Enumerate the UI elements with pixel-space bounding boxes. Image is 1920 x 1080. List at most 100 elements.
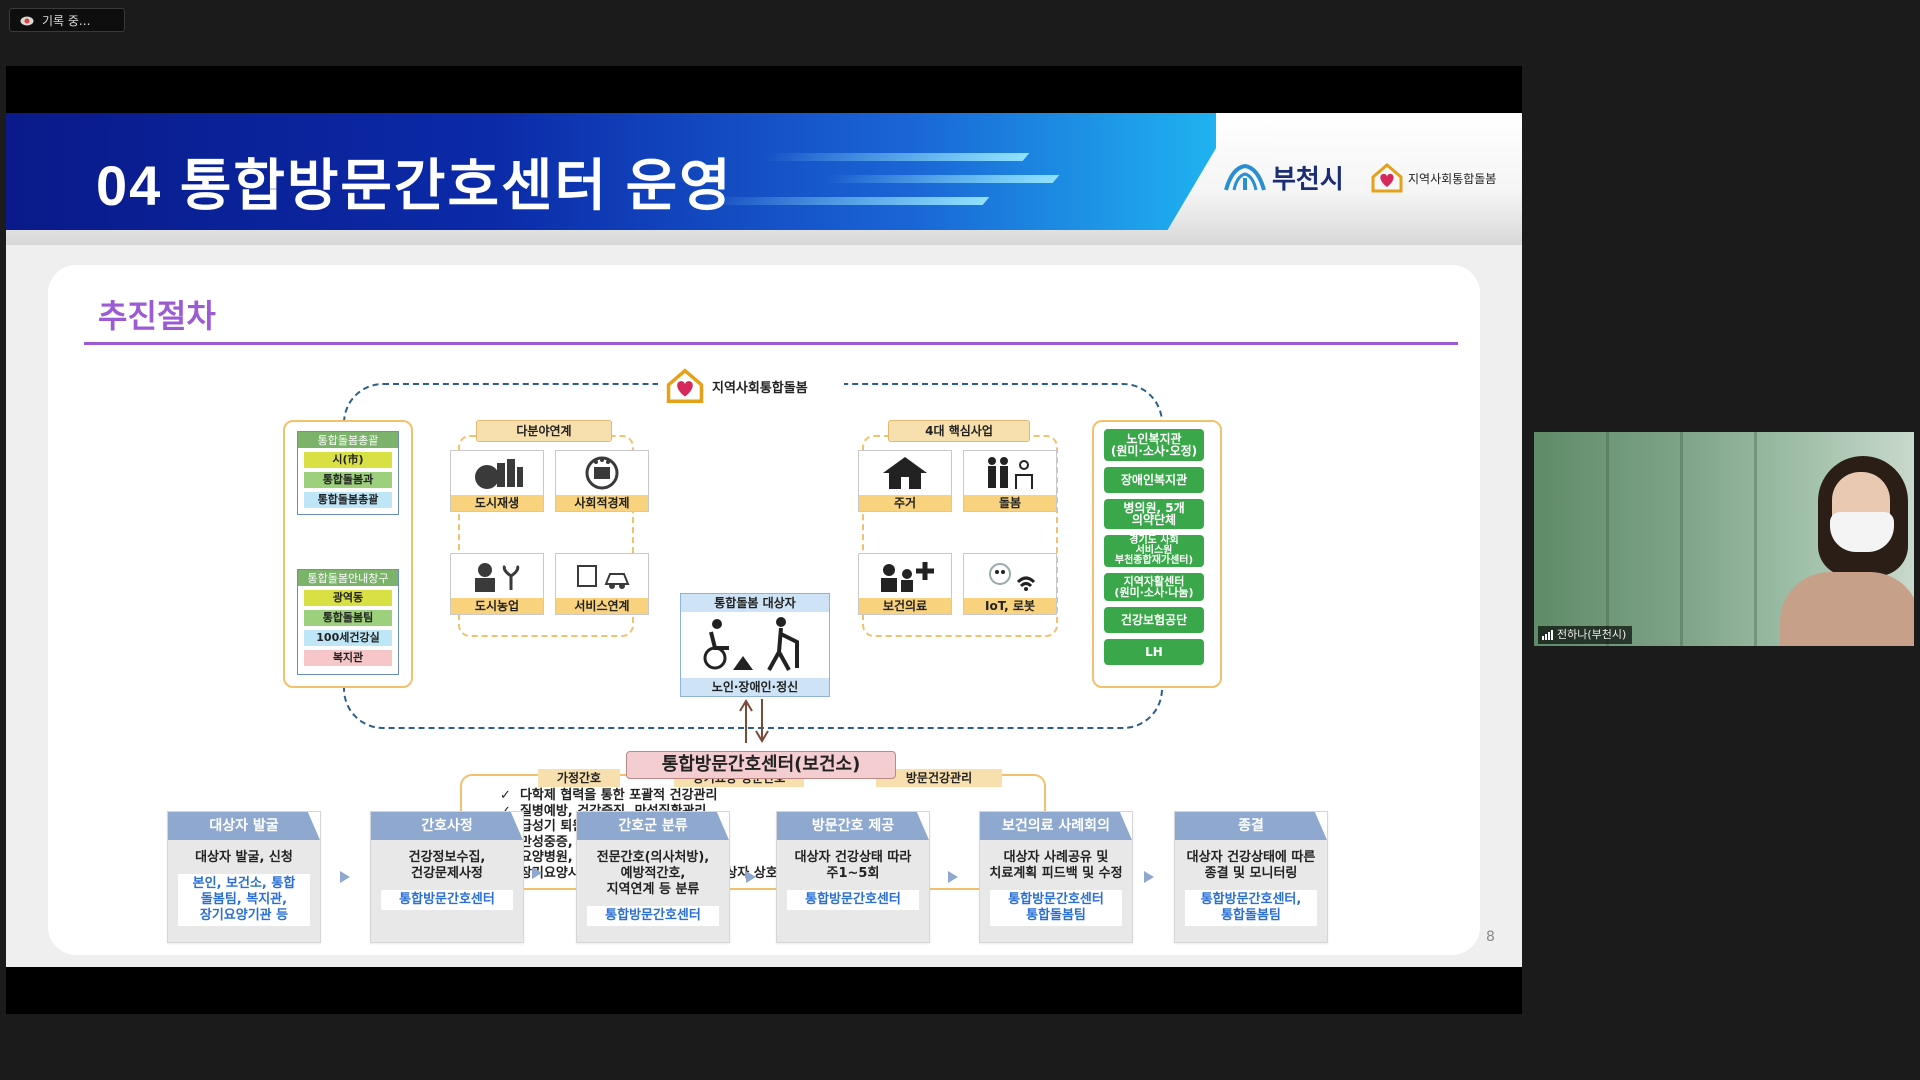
core-four-label: 4대 핵심사업 bbox=[888, 420, 1030, 442]
header-banner bbox=[6, 113, 1216, 230]
partner-item: 경기도 사회 서비스원 부천종합재가센터) bbox=[1104, 535, 1204, 567]
bucheon-emblem-icon bbox=[1224, 163, 1266, 191]
caregivers-icon bbox=[988, 457, 1033, 489]
icon-card-housing: 주거 bbox=[858, 450, 952, 512]
bucheon-logo: 부천시 bbox=[1224, 159, 1344, 196]
community-circle-icon bbox=[585, 456, 619, 490]
city-globe-icon bbox=[475, 459, 523, 489]
slide-title: 04 통합방문간호센터 운영 bbox=[96, 154, 733, 217]
partner-item: 노인복지관 (원미·소사·오정) bbox=[1104, 429, 1204, 461]
target-header: 통합돌봄 대상자 bbox=[681, 594, 829, 612]
service-tab: 방문건강관리 bbox=[876, 769, 1002, 787]
step-arrow-icon bbox=[746, 871, 756, 883]
step-title: 방문간호 제공 bbox=[777, 812, 929, 840]
icon-card-healthcare: 보건의료 bbox=[858, 553, 952, 615]
icon-card-label: 주거 bbox=[859, 495, 951, 511]
cloud-record-icon bbox=[20, 14, 34, 26]
step-description: 대상자 발굴, 신청 bbox=[195, 850, 293, 865]
icon-card-urban-farming: 도시농업 bbox=[450, 553, 544, 615]
participant-mask bbox=[1830, 512, 1894, 552]
step-responsible: 통합방문간호센터 bbox=[787, 890, 919, 910]
background-stripe bbox=[1680, 432, 1683, 646]
partner-item: 지역자활센터 (원미·소사·나눔) bbox=[1104, 573, 1204, 601]
care-logo-text: 지역사회통합돌봄 bbox=[1408, 171, 1497, 186]
house-icon bbox=[883, 457, 927, 489]
icon-card-label: 도시농업 bbox=[451, 598, 543, 614]
participant-body bbox=[1780, 572, 1914, 646]
step-title: 간호군 분류 bbox=[577, 812, 729, 840]
icon-card-label: 사회적경제 bbox=[556, 495, 648, 511]
bucheon-logo-text: 부천시 bbox=[1272, 164, 1344, 194]
step-arrow-icon bbox=[532, 867, 542, 879]
check-icon: ✓ bbox=[500, 788, 511, 803]
wheelchair-elderly-icon bbox=[703, 617, 799, 671]
integrated-care-logo: 지역사회통합돌봄 bbox=[1370, 161, 1496, 195]
medical-staff-icon bbox=[881, 562, 934, 592]
section-underline bbox=[84, 342, 1458, 345]
participant-video-tile[interactable]: 전하나(부천시) bbox=[1534, 432, 1914, 646]
farmer-sprout-icon bbox=[475, 563, 520, 592]
step-title: 종결 bbox=[1175, 812, 1327, 840]
header-streak bbox=[762, 153, 1030, 161]
slide-header: 04 통합방문간호센터 운영 부천시 지역사회통합돌봄 bbox=[6, 113, 1522, 245]
step-arrow-icon bbox=[1144, 871, 1154, 883]
step-description: 건강정보수집, 건강문제사정 bbox=[408, 850, 486, 881]
care-house-heart-icon bbox=[1371, 163, 1403, 193]
org-item: 통합돌봄총괄 bbox=[304, 492, 392, 508]
partner-item: 병의원, 5개 의약단체 bbox=[1104, 499, 1204, 529]
partner-item: LH bbox=[1104, 639, 1204, 665]
bidirectional-arrow-icon bbox=[739, 699, 769, 743]
icon-card-label: IoT, 로봇 bbox=[964, 598, 1056, 614]
partner-item: 장애인복지관 bbox=[1104, 467, 1204, 493]
step-responsible: 통합방문간호센터, 통합돌봄팀 bbox=[1185, 890, 1317, 926]
step-description: 전문간호(의사처방), 예방적간호, 지역연계 등 분류 bbox=[596, 850, 710, 897]
section-title: 추진절차 bbox=[98, 297, 216, 335]
org-item: 통합돌봄팀 bbox=[304, 610, 392, 626]
bullet-item: ✓ 다학제 협력을 통한 포괄적 건강관리 bbox=[500, 788, 718, 803]
icon-card-social-economy: 사회적경제 bbox=[555, 450, 649, 512]
target-group-box: 통합돌봄 대상자 노인·장애인·정신 bbox=[680, 593, 830, 697]
care-house-heart-icon bbox=[666, 368, 704, 404]
participant-name-tag: 전하나(부천시) bbox=[1538, 626, 1633, 644]
diagram-top-logo-text: 지역사회통합돌봄 bbox=[712, 380, 808, 396]
background-stripe bbox=[1606, 432, 1609, 646]
robot-wifi-icon bbox=[989, 563, 1036, 591]
step-title: 간호사정 bbox=[371, 812, 523, 840]
page-number: 8 bbox=[1486, 929, 1495, 945]
icon-card-label: 서비스연계 bbox=[556, 598, 648, 614]
org-item: 통합돌봄과 bbox=[304, 472, 392, 488]
icon-card-label: 도시재생 bbox=[451, 495, 543, 511]
step-description: 대상자 건강상태 따라 주1~5회 bbox=[794, 850, 912, 881]
icon-card-label: 돌봄 bbox=[964, 495, 1056, 511]
center-title-bar: 통합방문간호센터(보건소) bbox=[626, 751, 896, 779]
icon-card-label: 보건의료 bbox=[859, 598, 951, 614]
step-arrow-icon bbox=[948, 871, 958, 883]
partner-item: 건강보험공단 bbox=[1104, 607, 1204, 633]
header-streak bbox=[822, 175, 1060, 183]
step-responsible: 통합방문간호센터 통합돌봄팀 bbox=[990, 890, 1122, 926]
icon-card-service-link: 서비스연계 bbox=[555, 553, 649, 615]
header-streak bbox=[702, 197, 990, 205]
background-stripe bbox=[1754, 432, 1757, 646]
org-item: 광역동 bbox=[304, 590, 392, 606]
target-footer: 노인·장애인·정신 bbox=[681, 678, 829, 696]
icon-card-iot-robot: IoT, 로봇 bbox=[963, 553, 1057, 615]
panel-tag: 통합돌봄총괄 bbox=[298, 432, 398, 448]
step-arrow-icon bbox=[340, 871, 350, 883]
recording-indicator[interactable]: 기록 중... bbox=[9, 8, 125, 32]
partner-list: 노인복지관 (원미·소사·오정) 장애인복지관 병의원, 5개 의약단체 경기도… bbox=[1104, 429, 1204, 665]
panel-tag: 통합돌봄안내창구 bbox=[298, 570, 398, 586]
org-item: 시(市) bbox=[304, 452, 392, 468]
service-window-panel: 통합돌봄안내창구 광역동 통합돌봄팀 100세건강실 복지관 bbox=[297, 569, 399, 675]
step-title: 대상자 발굴 bbox=[168, 812, 320, 840]
signal-strength-icon bbox=[1542, 630, 1553, 640]
org-item: 100세건강실 bbox=[304, 630, 392, 646]
multi-field-label: 다분야연계 bbox=[476, 420, 612, 442]
governance-panel: 통합돌봄총괄 시(市) 통합돌봄과 통합돌봄총괄 bbox=[297, 431, 399, 515]
icon-card-urban: 도시재생 bbox=[450, 450, 544, 512]
org-item: 복지관 bbox=[304, 650, 392, 666]
step-title: 보건의료 사례회의 bbox=[980, 812, 1132, 840]
